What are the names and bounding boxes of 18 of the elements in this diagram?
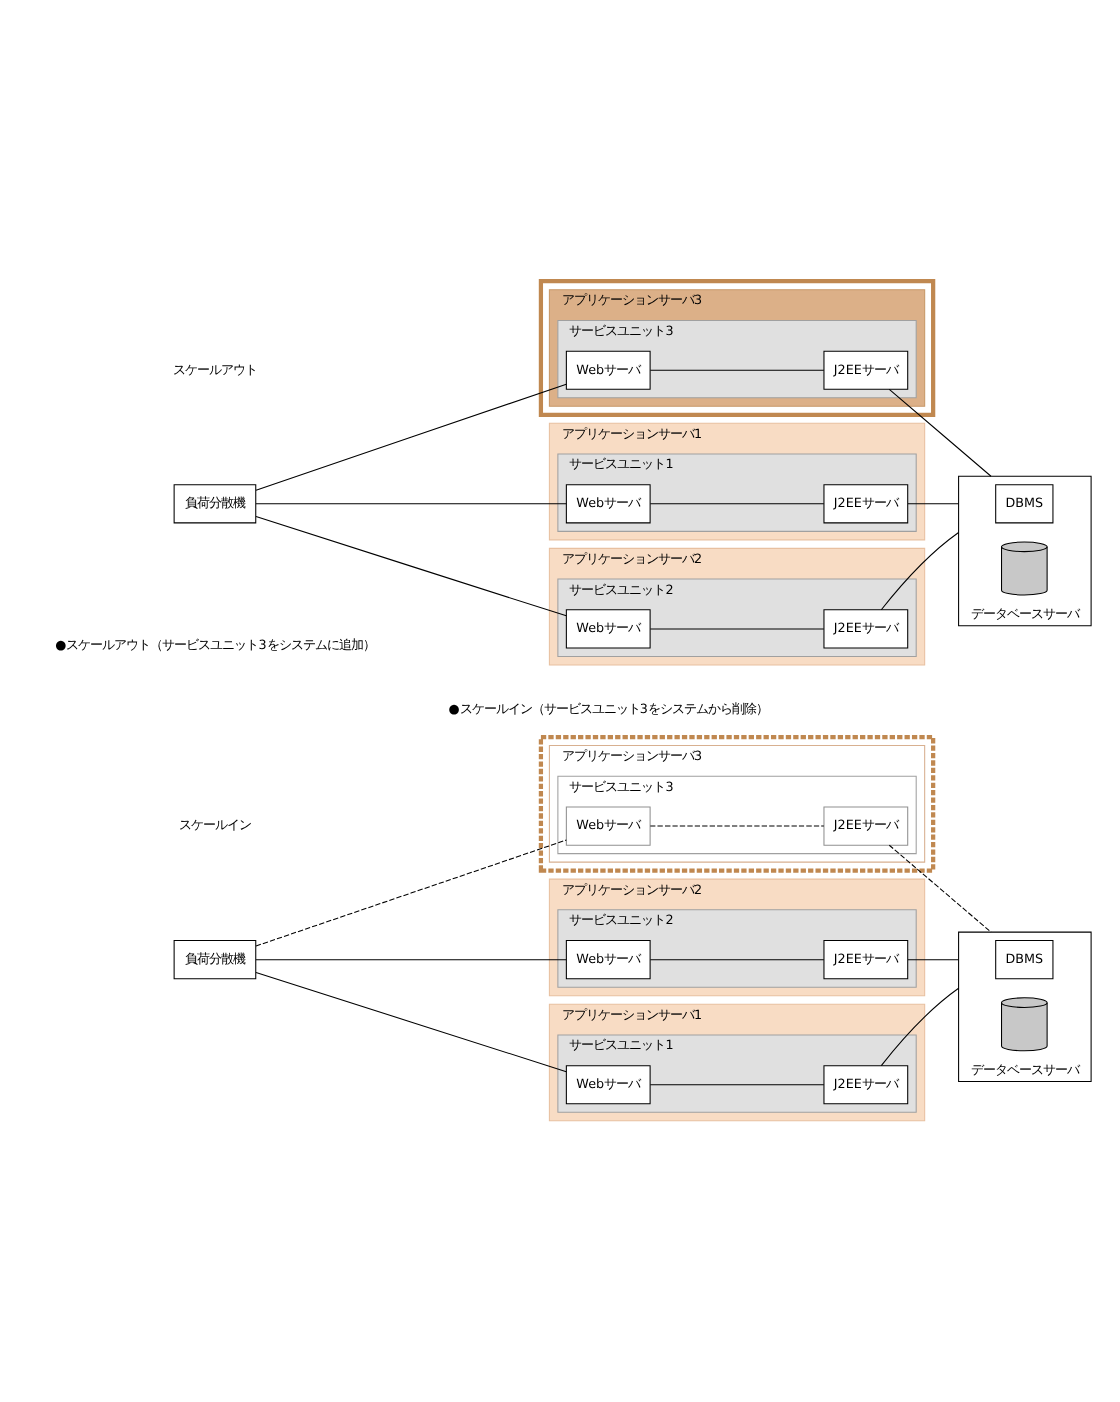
cluster (538, 734, 936, 873)
connector (255, 503, 567, 505)
connector (649, 503, 825, 505)
connector (649, 369, 825, 371)
connector (255, 839, 567, 947)
connector (888, 844, 992, 933)
connector (255, 516, 567, 617)
connector (907, 503, 960, 505)
connector (880, 531, 960, 611)
connector (649, 959, 825, 961)
connector (649, 628, 825, 630)
connector (880, 987, 960, 1067)
connector (907, 959, 960, 961)
connector (649, 1084, 825, 1086)
connector (255, 959, 567, 961)
connector (255, 383, 567, 491)
connector (255, 971, 567, 1073)
connector (888, 388, 992, 477)
